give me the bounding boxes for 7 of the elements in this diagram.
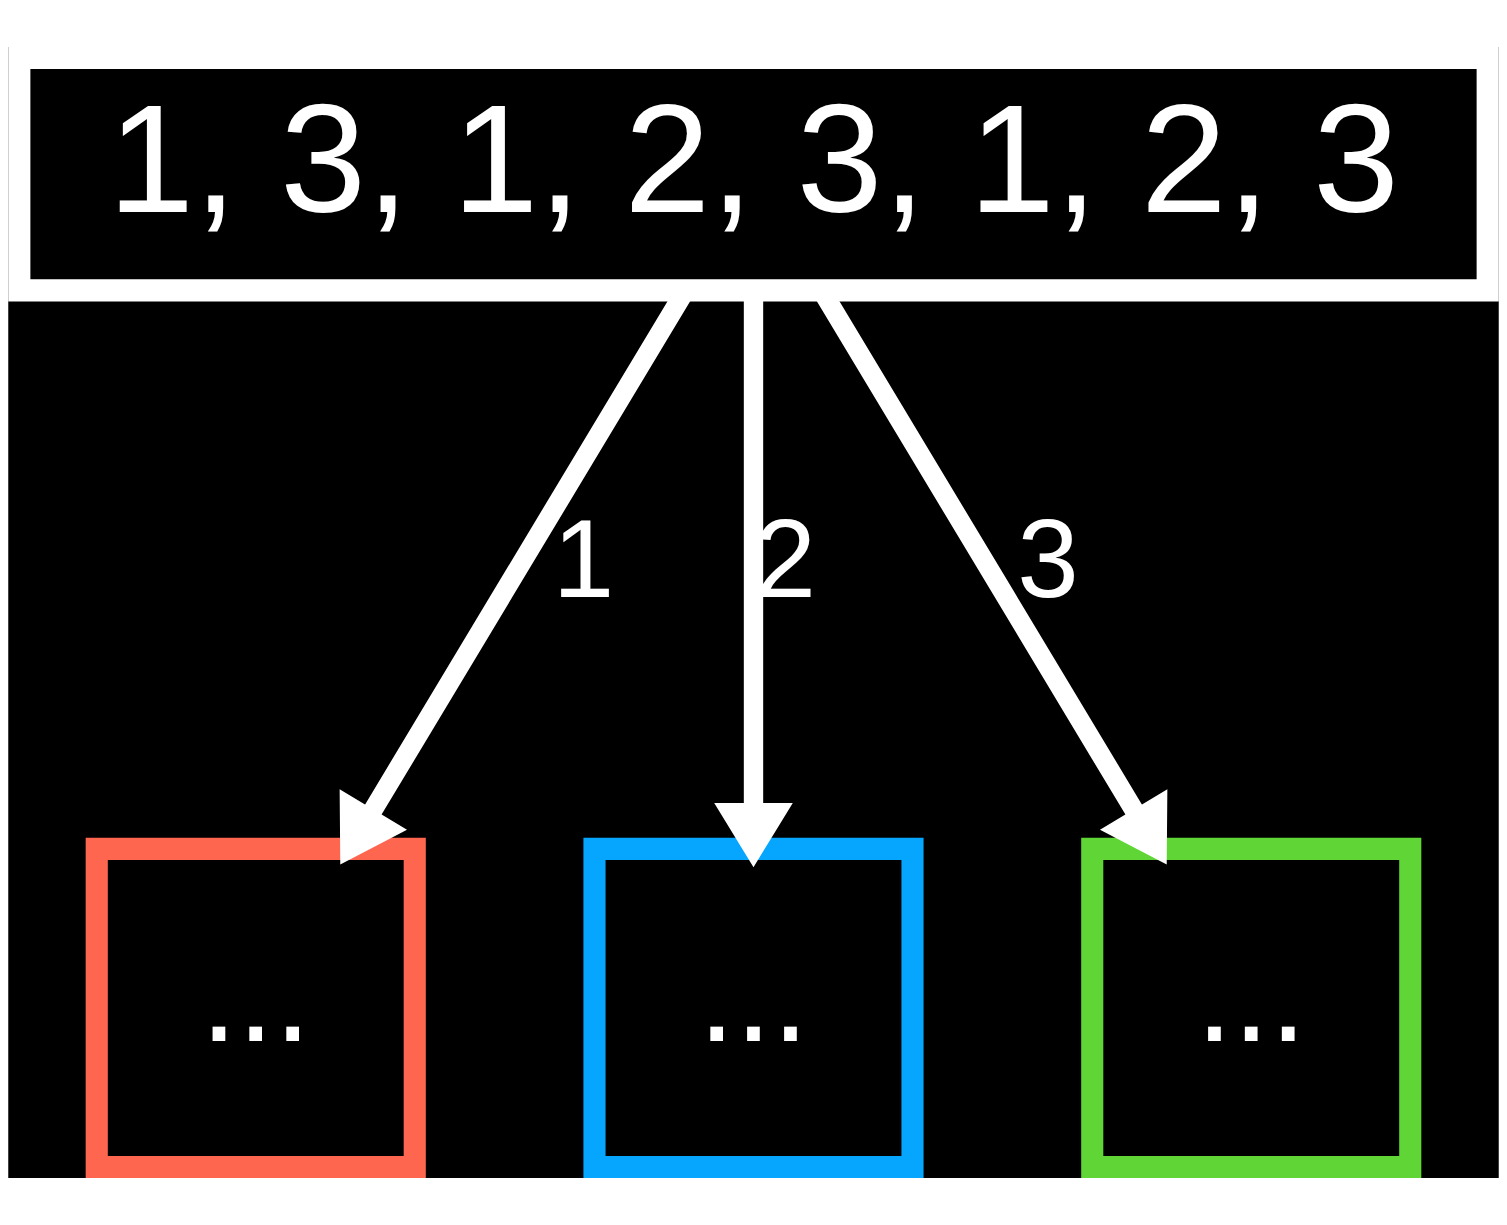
- node-box: ...: [85, 837, 426, 1178]
- edge-label: 2: [754, 497, 817, 621]
- node-box: 1, 3, 1, 2, 3, 1, 2, 3: [8, 47, 1499, 302]
- edge-label: 1: [552, 497, 615, 621]
- node-box: ...: [1081, 837, 1422, 1178]
- node-box: ...: [583, 837, 924, 1178]
- edge-label: 3: [1017, 497, 1079, 621]
